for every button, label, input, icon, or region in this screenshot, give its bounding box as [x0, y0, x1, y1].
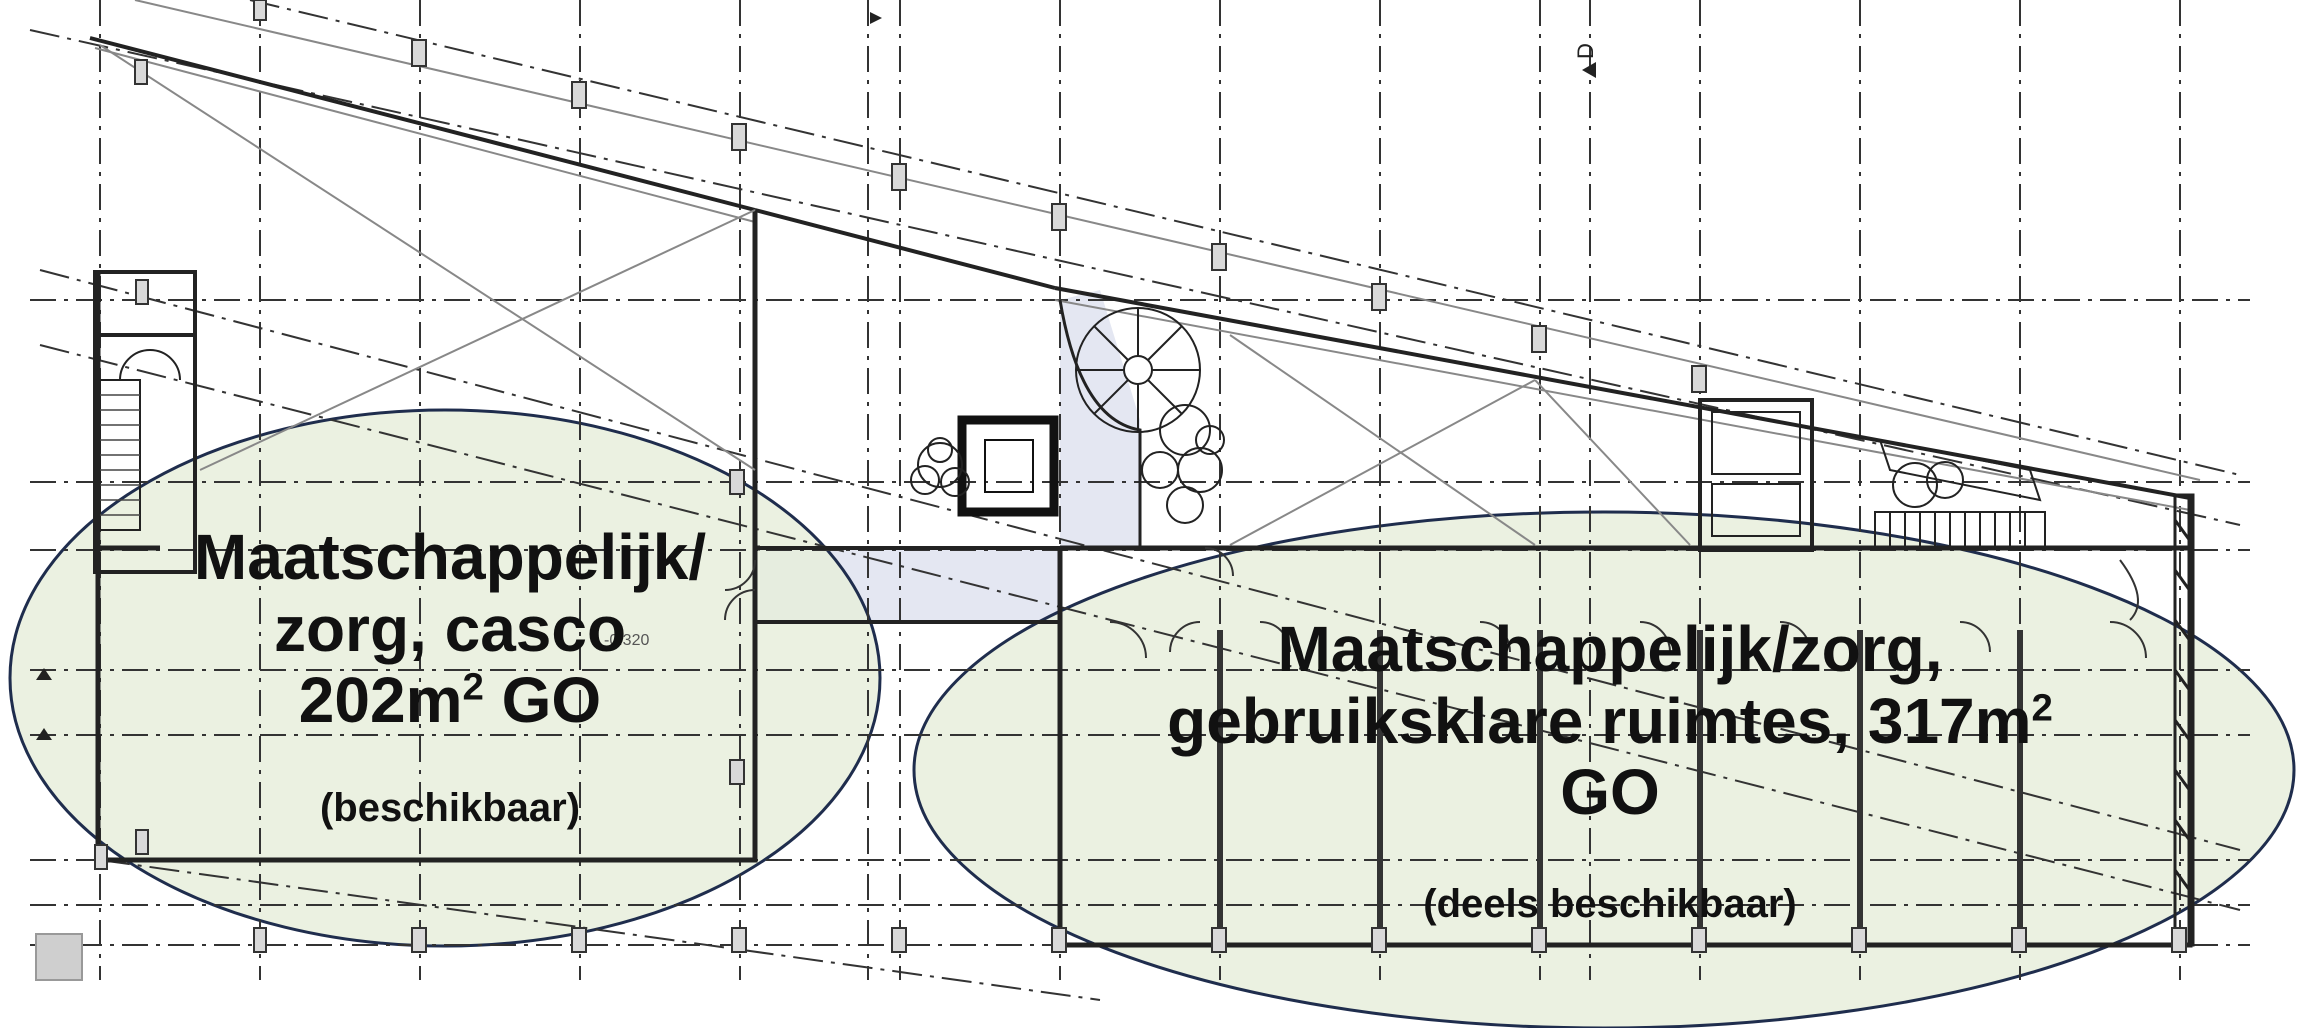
tree-right — [1141, 404, 1225, 524]
zone-gebruiksklaar-ellipse — [912, 510, 2296, 1028]
right-wing-partitions — [1217, 630, 2023, 945]
spiral-staircase — [1058, 299, 1201, 548]
diagonal-construction-lines — [29, 0, 2241, 1001]
zone-casco-area-suffix: GO — [483, 664, 602, 737]
zone-casco-area-number: 202m — [298, 664, 463, 737]
section-arrows — [36, 12, 1596, 740]
legend-block — [35, 933, 83, 981]
north-marker: D — [1572, 43, 1598, 59]
right-stair — [1874, 438, 2046, 549]
column-markers — [94, 0, 2187, 953]
zone-gebruiksklaar-line1: Maatschappelijk/zorg, — [1277, 613, 1943, 685]
right-wing-bracing — [1229, 334, 1691, 546]
zone-gebruiksklaar-line2: gebruiksklare ruimtes, 317m2 — [1110, 684, 2110, 758]
zone-casco-line1: Maatschappelijk/ — [193, 521, 707, 593]
zone-gebruiksklaar-line2-sup: 2 — [2031, 686, 2053, 730]
zone-gebruiksklaar-line3: GO — [1560, 756, 1660, 829]
central-lift — [957, 415, 1059, 517]
zone-casco-area-sup: 2 — [462, 666, 484, 710]
zone-casco-availability: (beschikbaar) — [319, 786, 581, 830]
zone-casco-area: 202m2 GO — [130, 665, 770, 737]
facade-diagonal-inner — [94, 0, 2201, 511]
zone-gebruiksklaar-label: Maatschappelijk/zorg, gebruiksklare ruim… — [1110, 613, 2110, 829]
tree-left — [910, 437, 970, 497]
left-stair-treads — [100, 394, 140, 516]
corridor-walls — [755, 546, 1060, 624]
door-swings — [724, 547, 2147, 659]
zone-gebruiksklaar-line2-main: gebruiksklare ruimtes, 317m — [1167, 684, 2032, 757]
zone-casco-label: Maatschappelijk/ zorg, casco 202m2 GO — [130, 521, 770, 737]
zone-gebruiksklaar-availability: (deels beschikbaar) — [1423, 882, 1797, 926]
right-lift-core — [1698, 398, 1814, 552]
facade-diagonal — [89, 36, 2191, 500]
level-mark: -0.320 — [604, 632, 650, 649]
left-wing-bracing — [99, 44, 756, 471]
zone-casco-line2: zorg, casco — [273, 592, 627, 665]
